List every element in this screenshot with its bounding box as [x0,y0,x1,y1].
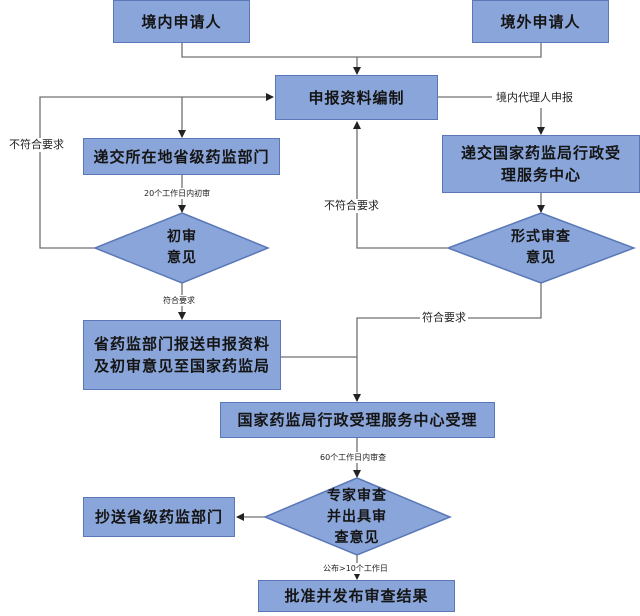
domestic-applicant-node: 境内申请人 [113,0,250,43]
label-review-60-days: 60个工作日内审查 [319,452,388,463]
formal-review-diamond [445,212,637,284]
edge-left-reject-loop [39,93,274,249]
prepare-dossier-node: 申报资料编制 [275,75,438,120]
node-label: 国家药监局行政受理服务中心受理 [237,411,478,429]
node-label: 递交国家药监局行政受理服务中心 [460,144,621,184]
label-not-compliant-right: 不符合要求 [322,199,381,213]
edge-right-reject-loop [353,121,448,249]
node-label: 境内申请人 [141,12,222,31]
label-publish-10-days: 公布>10个工作日 [322,563,389,574]
label-compliant-left: 符合要求 [162,295,196,306]
node-label: 专家审查 并出具审 查意见 [327,487,387,546]
node-label: 申报资料编制 [308,88,405,107]
formal-review-text: 形式审查 意见 [491,222,591,274]
provincial-forward-node: 省药监部门报送申报资料 及初审意见至国家药监局 [83,320,281,390]
copy-provincial-node: 抄送省级药监部门 [83,497,235,537]
edge-formal-compliant [353,283,542,402]
node-label: 境外申请人 [500,12,581,31]
node-label: 省药监部门报送申报资料 及初审意见至国家药监局 [93,335,270,375]
node-label: 形式审查 意见 [511,229,571,266]
expert-review-text: 专家审查 并出具审 查意见 [307,484,407,550]
submit-nmpa-center-node: 递交国家药监局行政受理服务中心 [442,135,640,193]
label-compliant-right: 符合要求 [420,311,468,325]
label-preliminary-20-days: 20个工作日内初审 [143,188,212,199]
label-domestic-agent: 境内代理人申报 [494,91,575,105]
label-not-compliant-left: 不符合要求 [7,138,66,152]
approve-publish-node: 批准并发布审查结果 [258,580,455,612]
node-label: 批准并发布审查结果 [284,587,429,605]
nmpa-acceptance-node: 国家药监局行政受理服务中心受理 [220,402,495,438]
node-label: 初审 意见 [167,229,197,266]
edge-domestic-to-merge [181,43,542,58]
submit-provincial-node: 递交所在地省级药监部门 [83,138,280,175]
expert-review-diamond [263,477,452,556]
preliminary-review-diamond [92,212,270,284]
preliminary-review-text: 初审 意见 [132,222,232,274]
foreign-applicant-node: 境外申请人 [472,0,609,43]
node-label: 递交所在地省级药监部门 [93,147,270,166]
node-label: 抄送省级药监部门 [94,508,223,526]
